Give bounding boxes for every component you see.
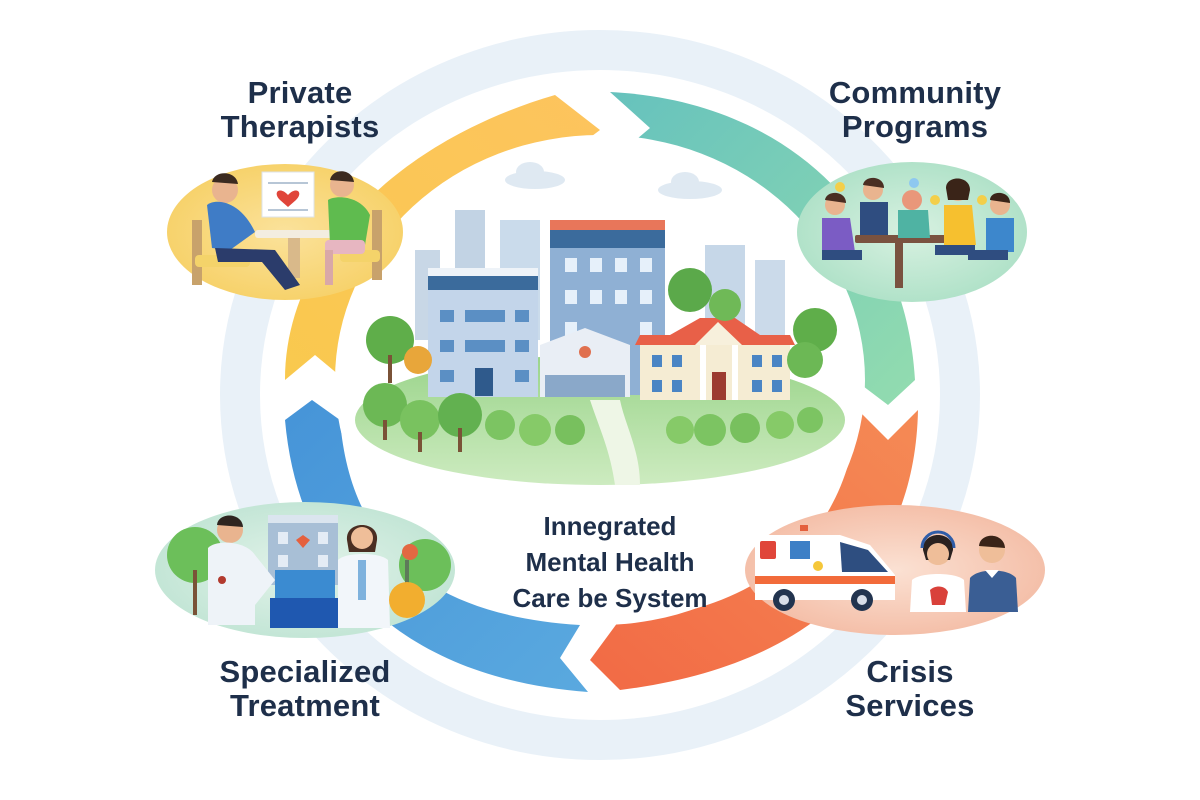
label-line: Services bbox=[845, 688, 975, 723]
label-line: Specialized bbox=[219, 654, 391, 689]
label-line: Programs bbox=[841, 109, 989, 144]
outer-ring bbox=[220, 30, 980, 760]
center-title-line: Mental Health bbox=[525, 547, 695, 577]
ambulance-hotline-icon bbox=[745, 505, 1045, 635]
label-line: Therapists bbox=[220, 109, 380, 144]
doctors-clinic-icon bbox=[155, 502, 455, 638]
label-specialized-treatment: Specialized Treatment bbox=[180, 655, 430, 723]
label-line: Private bbox=[247, 75, 353, 110]
label-line: Crisis bbox=[866, 654, 954, 689]
center-title-line: Care be System bbox=[512, 583, 708, 613]
therapist-session-icon bbox=[167, 164, 403, 300]
label-line: Treatment bbox=[230, 688, 380, 723]
label-line: Community bbox=[828, 75, 1002, 110]
arrow-orange bbox=[590, 410, 918, 690]
hospital-campus-icon bbox=[355, 162, 845, 485]
label-community-programs: Community Programs bbox=[790, 76, 1040, 144]
group-meeting-icon bbox=[797, 162, 1027, 302]
arrow-blue bbox=[285, 400, 588, 692]
label-crisis-services: Crisis Services bbox=[800, 655, 1020, 723]
center-title: Innegrated Mental Health Care be System bbox=[470, 508, 750, 616]
label-private-therapists: Private Therapists bbox=[190, 76, 410, 144]
center-title-line: Innegrated bbox=[543, 511, 677, 541]
